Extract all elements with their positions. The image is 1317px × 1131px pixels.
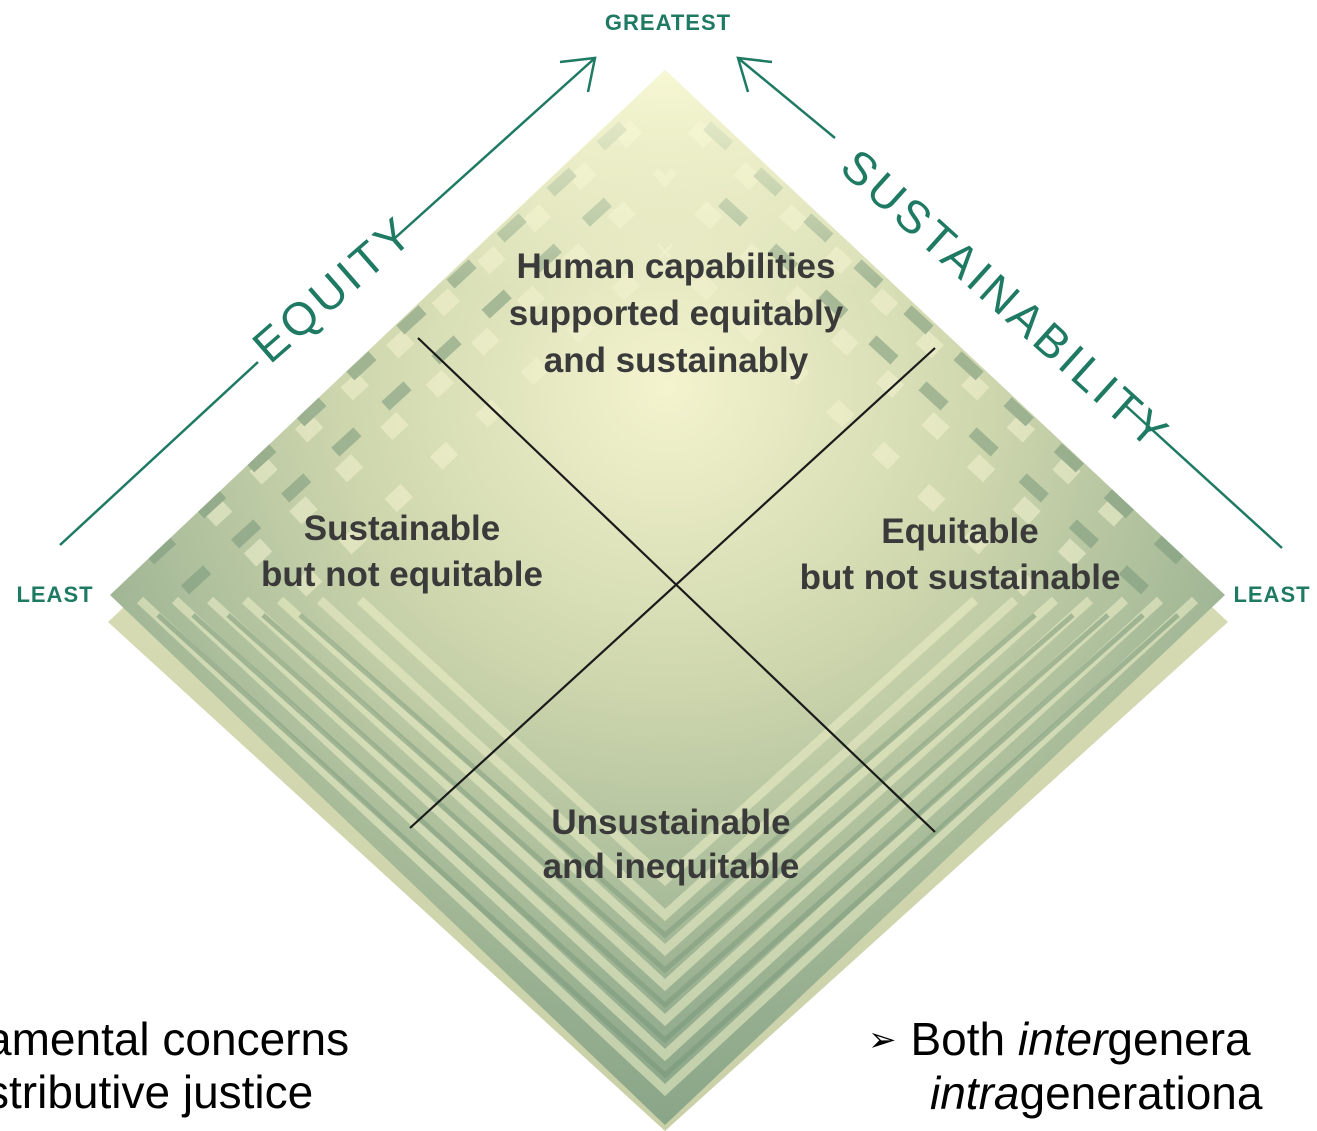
svg-text:but not equitable: but not equitable [261,555,543,594]
svg-text:and sustainably: and sustainably [544,341,809,380]
sustainability-arrow [736,56,1283,549]
arrow-bullet-icon: ➢ [868,1021,897,1059]
divider-line-2 [409,347,936,829]
quadrant-bottom-label: Unsustainable and inequitable [543,803,800,886]
left-body-text: amental concerns stributive justice [0,1013,349,1119]
equity-arrow [59,56,597,546]
svg-text:and inequitable: and inequitable [543,847,800,886]
left-least-label: LEAST [16,582,93,607]
quadrant-right-label: Equitable but not sustainable [800,512,1121,597]
right-body-line-1: ➢Both intergenera [868,1013,1251,1065]
svg-text:supported equitably: supported equitably [509,294,844,333]
svg-text:but not sustainable: but not sustainable [800,558,1121,597]
left-body-line-2: stributive justice [0,1066,314,1118]
svg-text:Equitable: Equitable [881,512,1039,551]
quadrant-top-label: Human capabilities supported equitably a… [509,247,844,380]
greatest-label: GREATEST [605,10,731,35]
right-least-label: LEAST [1233,582,1310,607]
right-body-text: ➢Both intergenera intragenerationa [868,1013,1262,1120]
svg-text:Sustainable: Sustainable [304,509,500,548]
quadrant-left-label: Sustainable but not equitable [261,509,543,594]
svg-text:Unsustainable: Unsustainable [551,803,790,842]
diamond-top-glow [430,70,900,290]
diamond-main [110,70,1225,1125]
right-body-line-2: intragenerationa [930,1067,1263,1119]
left-body-line-1: amental concerns [0,1013,350,1065]
svg-text:Human capabilities: Human capabilities [517,247,836,286]
